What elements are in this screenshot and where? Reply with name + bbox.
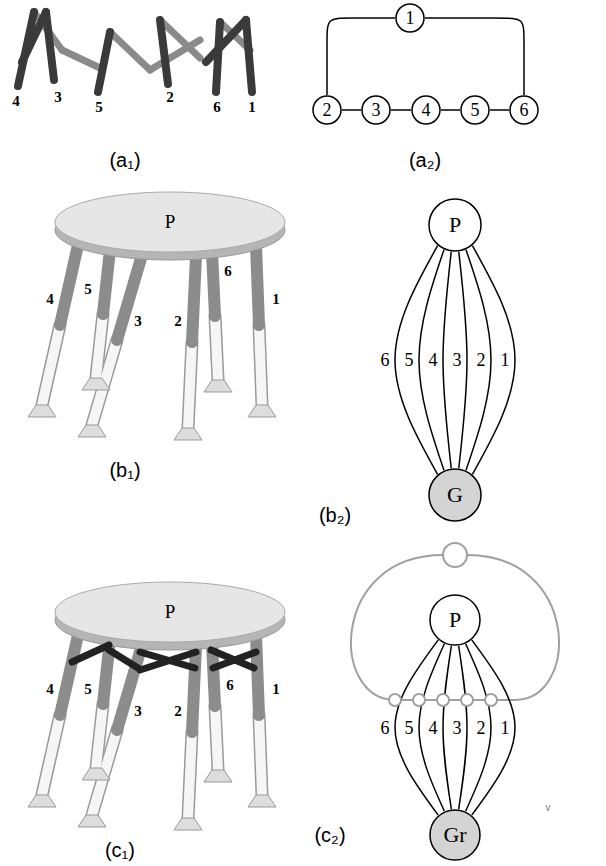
- node-circle: [430, 595, 480, 645]
- graph-edge: [419, 644, 444, 812]
- callout-number: 2: [166, 90, 174, 106]
- node-label: P: [449, 213, 461, 236]
- graph-edge: [391, 109, 411, 111]
- link-node: 1: [395, 3, 425, 33]
- panel-caption: (b₂): [319, 505, 351, 526]
- panel-caption: (c₂): [314, 825, 345, 846]
- parallel-platform: [28, 192, 285, 440]
- edge-label: 4: [428, 718, 439, 737]
- ground-node: G: [428, 468, 482, 522]
- node-label: 1: [406, 9, 415, 28]
- callout-number: 2: [174, 314, 182, 330]
- callout-number: 5: [95, 100, 103, 116]
- graph-edge: [395, 246, 438, 475]
- callout-number: 3: [134, 314, 142, 330]
- graph-edge: [490, 109, 509, 111]
- graph-edge: [342, 109, 361, 111]
- link-node: 4: [411, 95, 441, 125]
- node-label: 6: [520, 101, 529, 120]
- graph-edge: [443, 252, 451, 469]
- callout-number: 1: [248, 100, 256, 116]
- loop-joints: [389, 694, 497, 706]
- callout-number: 3: [134, 704, 142, 720]
- callout-number: 4: [46, 292, 54, 308]
- callout-number: 1: [272, 292, 280, 308]
- edge-label: 5: [404, 351, 415, 370]
- node-label: Gr: [443, 823, 466, 846]
- edge-label: 4: [428, 351, 439, 370]
- node-label: 2: [323, 101, 332, 120]
- graph-edge: [327, 18, 395, 95]
- platform-node: P: [429, 594, 481, 646]
- node-label: G: [447, 483, 463, 506]
- callout-number: 5: [84, 682, 92, 698]
- edge-label: 3: [452, 351, 463, 370]
- edge-label: 3: [452, 718, 463, 737]
- graph-edge: [419, 250, 444, 471]
- callout-number: 2: [174, 704, 182, 720]
- leg-loop-overlay: [351, 543, 559, 700]
- node-circle: [429, 469, 481, 521]
- edge-label: 5: [404, 718, 415, 737]
- graph-edge: [395, 640, 438, 815]
- panel-caption: (b₁): [109, 460, 140, 481]
- node-label: 3: [372, 101, 381, 120]
- edge-label: 2: [476, 351, 487, 370]
- edge-label: 1: [500, 351, 511, 370]
- node-circle: [313, 96, 341, 124]
- node-label: P: [449, 608, 461, 631]
- node-circle: [510, 96, 538, 124]
- callout-number: 5: [84, 282, 92, 298]
- node-circle: [412, 96, 440, 124]
- callout-number: 6: [226, 678, 234, 694]
- callout-number: 6: [213, 100, 221, 116]
- link-node: 6: [509, 95, 539, 125]
- graph-edge: [472, 246, 515, 475]
- node-label: 4: [422, 101, 431, 120]
- edge-label: 6: [380, 718, 391, 737]
- panel-caption: (c₁): [105, 840, 135, 861]
- callout-number: 3: [54, 90, 62, 106]
- panel-caption: (a₁): [109, 150, 140, 171]
- ground-node: Gr: [429, 809, 481, 861]
- link-node: 3: [361, 95, 391, 125]
- node-circle: [429, 199, 481, 251]
- edge-label: 6: [380, 351, 391, 370]
- watermark: v: [546, 803, 551, 814]
- node-circle: [362, 96, 390, 124]
- edge-label: 1: [500, 718, 511, 737]
- edge-label: 2: [476, 718, 487, 737]
- callout-number: 4: [12, 94, 20, 110]
- graph-edge: [443, 646, 451, 810]
- platform-label: P: [165, 212, 176, 232]
- graph-edge: [472, 640, 515, 815]
- callout-number: 4: [46, 682, 54, 698]
- node-circle: [430, 810, 480, 860]
- graph-edge: [425, 18, 524, 95]
- link-node: 2: [312, 95, 342, 125]
- platform-node: P: [428, 198, 482, 252]
- parallel-platform-with-linkage: [28, 582, 285, 830]
- graph-edge: [441, 109, 460, 111]
- link-node: 5: [460, 95, 490, 125]
- node-circle: [461, 96, 489, 124]
- platform-label: P: [165, 602, 176, 622]
- graph-edge: [466, 250, 491, 471]
- callout-number: 6: [224, 264, 232, 280]
- panel-caption: (a₂): [409, 150, 441, 171]
- callout-number: 1: [272, 682, 280, 698]
- node-label: 5: [471, 101, 480, 120]
- leg-linkage: [18, 12, 252, 92]
- graph-edge: [466, 644, 491, 812]
- node-circle: [396, 4, 424, 32]
